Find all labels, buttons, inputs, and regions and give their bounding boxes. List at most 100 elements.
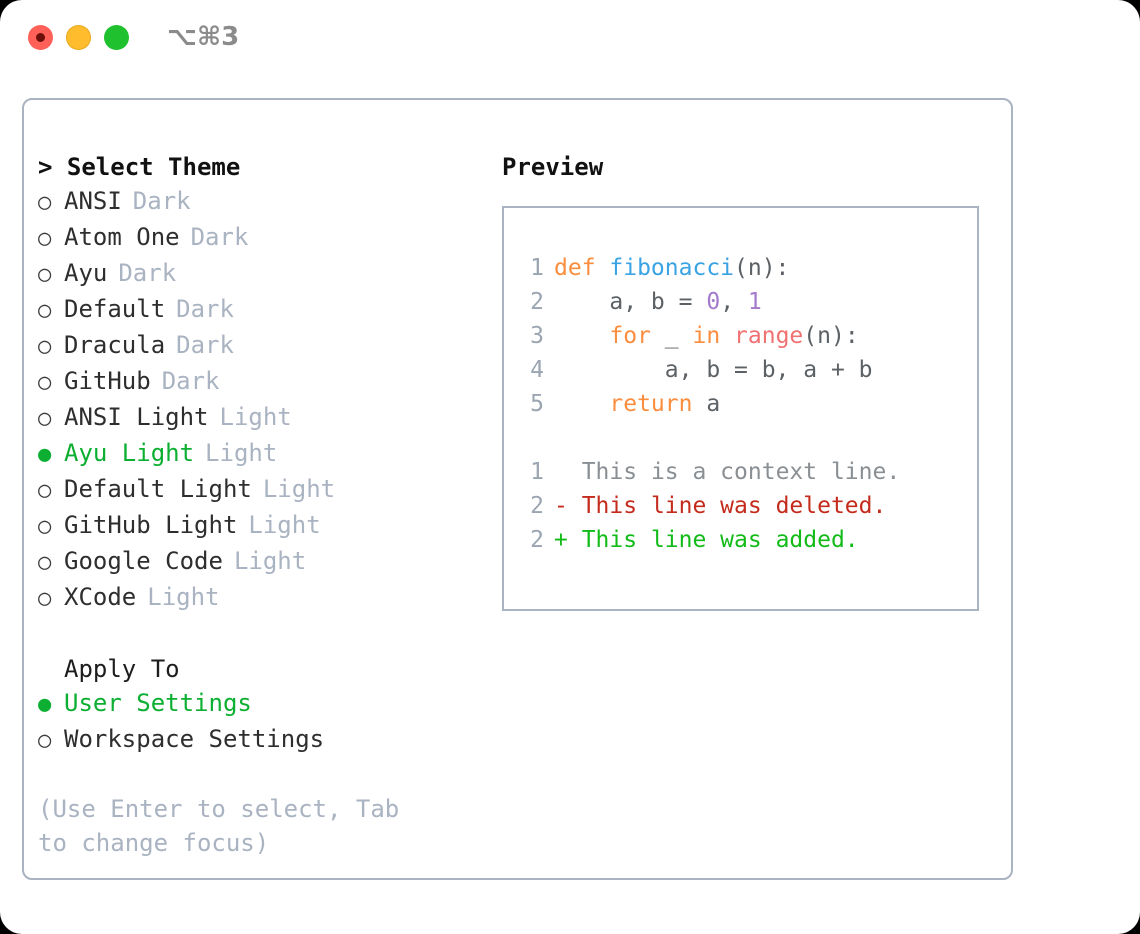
code-token: a, b = b, a + b [554,357,873,383]
theme-name-label: Google Code [64,547,223,575]
code-token: for [609,323,651,349]
code-token: def [554,255,610,281]
diff-line: 2- This line was deleted. [520,489,977,523]
diff-text: This is a context line. [567,459,901,485]
apply-to-list: ●User Settings ○ Workspace Settings [38,686,488,758]
radio-unselected-icon: ○ [38,478,52,503]
diff-line: 2+ This line was added. [520,523,977,557]
apply-to-option[interactable]: ○ Workspace Settings [38,722,488,758]
line-number: 2 [530,493,544,519]
diff-line-content: This is a context line. [544,459,901,485]
theme-kind-label: Dark [161,367,220,395]
section-spacer [38,616,488,652]
code-token: _ [650,323,693,349]
code-line: 2 a, b = 0, 1 [520,285,977,319]
theme-name-label: GitHub [64,367,151,395]
apply-to-header: Apply To [64,655,180,683]
line-number: 2 [530,289,544,315]
code-line: 3 for _ in range(n): [520,319,977,353]
theme-kind-label: Light [205,439,278,467]
diff-line-content: + This line was added. [544,527,859,553]
theme-kind-label: Light [219,403,292,431]
title-bar: ⌥⌘3 [0,0,1140,78]
theme-kind-label: Light [233,547,307,575]
theme-kind-label: Light [248,511,321,539]
theme-list-item[interactable]: ○ Google Code Light [38,544,488,580]
theme-list-item[interactable]: ○ Default Light Light [38,472,488,508]
preview-header: Preview [502,153,604,181]
theme-kind-label: Light [262,475,336,503]
code-token: range [734,323,804,349]
code-line-content: a, b = b, a + b [544,357,873,383]
diff-marker [554,459,568,485]
radio-unselected-icon: ○ [38,586,52,611]
radio-unselected-icon: ○ [38,262,52,287]
diff-line-content: - This line was deleted. [544,493,886,519]
line-number: 5 [530,391,544,417]
apply-to-option[interactable]: ●User Settings [38,686,488,722]
theme-name-label: Ayu Light [64,439,195,467]
code-token: in [692,323,721,349]
theme-list-item[interactable]: ○ GitHub Dark [38,364,488,400]
line-number: 1 [530,255,544,281]
theme-kind-label: Dark [176,295,234,323]
theme-list-item[interactable]: ○ ANSI Light Light [38,400,488,436]
theme-name-label: Default Light [64,475,252,503]
code-line-content: for _ in range(n): [544,323,859,349]
minimize-button[interactable] [66,25,91,50]
code-token: (n): [803,323,859,349]
zoom-button[interactable] [104,25,129,50]
code-line-content: a, b = 0, 1 [544,289,761,315]
radio-unselected-icon: ○ [38,406,52,431]
theme-list-item[interactable]: ○ Ayu Dark [38,256,488,292]
theme-name-label: Ayu [64,259,108,287]
theme-name-label: XCode [64,583,137,611]
theme-name-label: Atom One [64,223,180,251]
code-token: , [720,289,748,315]
diff-text: This line was deleted. [567,493,887,519]
radio-unselected-icon: ○ [38,190,52,215]
theme-list-item[interactable]: ○ Atom One Dark [38,220,488,256]
diff-line: 1 This is a context line. [520,455,977,489]
apply-to-label: Workspace Settings [64,725,325,753]
close-button[interactable] [28,25,53,50]
diff-marker: - [554,493,568,519]
theme-name-label: ANSI Light [64,403,209,431]
radio-unselected-icon: ○ [38,226,52,251]
theme-name-label: Default [64,295,166,323]
radio-unselected-icon: ○ [38,728,52,753]
radio-unselected-icon: ○ [38,370,52,395]
theme-kind-label: Dark [118,259,177,287]
theme-kind-label: Light [147,583,220,611]
traffic-lights [28,25,129,50]
radio-unselected-icon: ○ [38,550,52,575]
code-token: return [609,391,693,417]
diff-sample: 1 This is a context line.2- This line wa… [520,455,977,557]
theme-kind-label: Dark [176,331,234,359]
theme-list-item[interactable]: ○ XCode Light [38,580,488,616]
code-token: a, b = [554,289,707,315]
code-diff-spacer [520,421,977,455]
theme-kind-label: Dark [132,187,191,215]
diff-text: This line was added. [567,527,859,553]
theme-name-label: Dracula [64,331,166,359]
theme-kind-label: Dark [190,223,249,251]
diff-marker: + [554,527,568,553]
keyboard-hint-text: (Use Enter to select, Tab to change focu… [38,795,414,857]
line-number: 3 [530,323,544,349]
line-number: 1 [530,459,544,485]
theme-name-label: GitHub Light [64,511,238,539]
code-token [554,323,609,349]
code-token [554,391,609,417]
